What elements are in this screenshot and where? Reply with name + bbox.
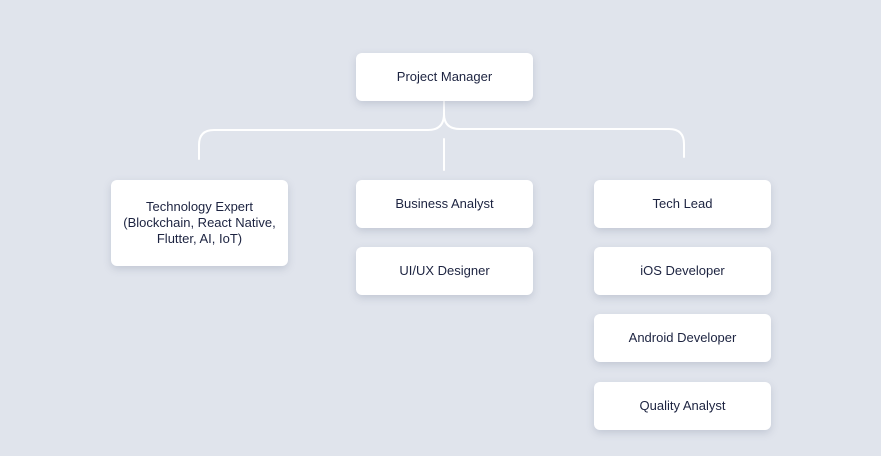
node-android-developer: Android Developer [594,314,771,362]
node-label: UI/UX Designer [399,263,490,278]
node-label-line: (Blockchain, React Native, [123,215,276,230]
node-project-manager: Project Manager [356,53,533,101]
node-technology-expert: Technology Expert (Blockchain, React Nat… [111,180,288,266]
node-business-analyst: Business Analyst [356,180,533,228]
node-label: Quality Analyst [639,398,726,413]
node-label: Android Developer [628,330,737,345]
node-ui-ux-designer: UI/UX Designer [356,247,533,295]
node-label-line: Flutter, AI, IoT) [156,231,243,246]
node-label: Tech Lead [652,196,713,211]
node-label: iOS Developer [640,263,725,278]
node-tech-lead: Tech Lead [594,180,771,228]
node-ios-developer: iOS Developer [594,247,771,295]
node-quality-analyst: Quality Analyst [594,382,771,430]
node-label: Business Analyst [395,196,494,211]
node-label-line: Technology Expert [146,199,253,214]
node-label: Project Manager [396,69,493,84]
